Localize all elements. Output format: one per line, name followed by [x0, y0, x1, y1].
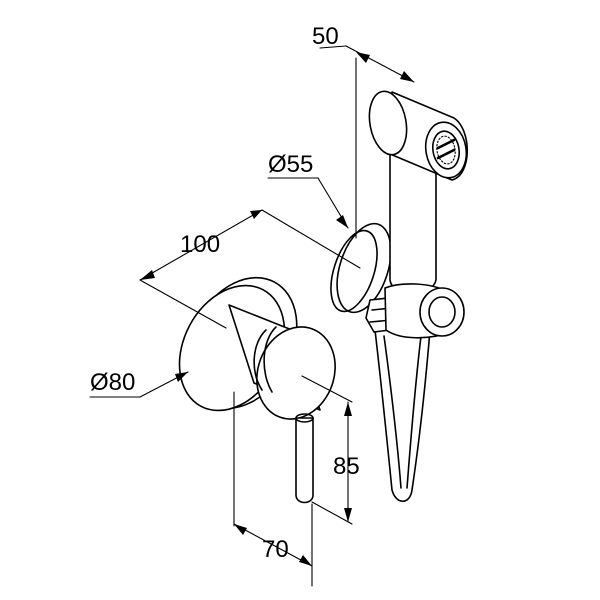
- label-spacing: 100: [180, 231, 220, 258]
- dimension-rosette-diameter: [89, 371, 189, 398]
- label-projection: 70: [262, 536, 289, 563]
- dimension-handset-length: [319, 45, 415, 239]
- dimension-lever-height: [301, 375, 353, 525]
- dimension-projection: [233, 391, 313, 587]
- label-handset-length: 50: [312, 23, 339, 50]
- dimension-holder-diameter: [267, 177, 349, 229]
- label-holder-diameter: Ø55: [268, 151, 313, 178]
- shower-handle: [384, 137, 465, 339]
- label-rosette-diameter: Ø80: [90, 369, 135, 396]
- mixer-lever: [295, 413, 314, 504]
- shower-head: [368, 90, 469, 181]
- dimension-spacing: [139, 209, 361, 329]
- label-lever-height: 85: [333, 453, 360, 480]
- mixer-body: [228, 304, 336, 420]
- hose: [374, 329, 431, 503]
- shower-holder: [330, 222, 397, 333]
